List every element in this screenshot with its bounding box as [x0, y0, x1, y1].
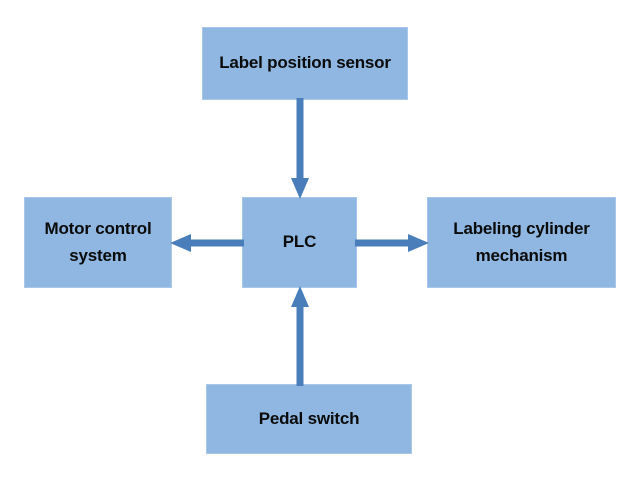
- node-motor-control-system[interactable]: Motor control system: [24, 197, 172, 288]
- connector-pedal-switch-to-plc: [290, 286, 310, 386]
- node-pedal-switch[interactable]: Pedal switch: [206, 384, 412, 454]
- connector-plc-to-labeling-cylinder: [355, 230, 429, 256]
- node-label-position-sensor-text: Label position sensor: [219, 53, 391, 73]
- node-motor-control-system-text: Motor control system: [44, 219, 152, 265]
- node-label-position-sensor[interactable]: Label position sensor: [202, 27, 408, 100]
- arrow-up-icon: [291, 286, 309, 386]
- arrow-left-icon: [170, 234, 244, 252]
- node-plc-text: PLC: [282, 232, 317, 252]
- connector-sensor-to-plc: [290, 98, 310, 199]
- arrow-right-icon: [355, 234, 429, 252]
- node-pedal-switch-text: Pedal switch: [258, 408, 360, 428]
- connector-plc-to-motor-control: [170, 230, 244, 256]
- node-plc[interactable]: PLC: [242, 197, 357, 288]
- arrow-down-icon: [291, 98, 309, 199]
- node-labeling-cylinder-mechanism[interactable]: Labeling cylinder mechanism: [427, 197, 616, 288]
- node-labeling-cylinder-mechanism-text: Labeling cylinder mechanism: [453, 219, 590, 265]
